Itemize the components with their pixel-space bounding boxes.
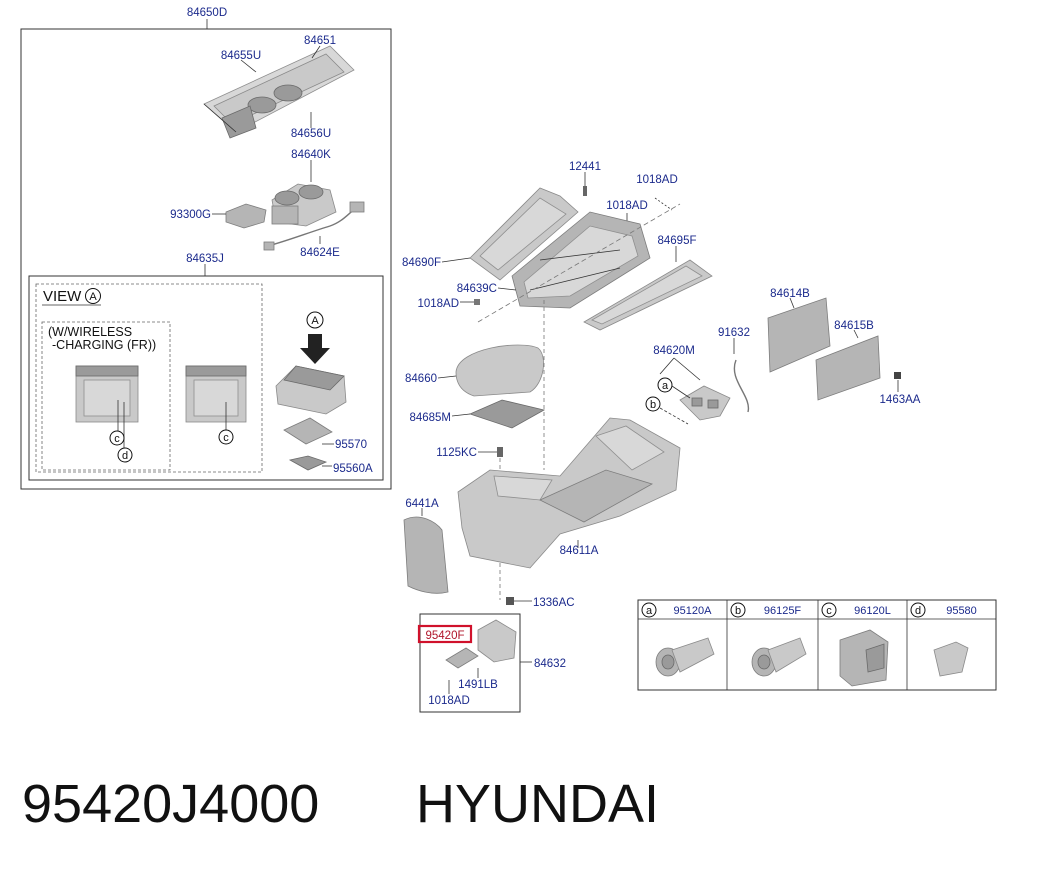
legend-part-number-a: 95120A bbox=[674, 605, 713, 617]
label-84650D: 84650D bbox=[187, 7, 227, 19]
cup-holder-84640K bbox=[271, 183, 337, 227]
label-84639C: 84639C bbox=[457, 283, 497, 295]
label-1018AD-a: 1018AD bbox=[636, 174, 678, 186]
legend-table bbox=[637, 599, 997, 691]
pad-95560A bbox=[288, 455, 328, 471]
label-84695F: 84695F bbox=[657, 235, 696, 247]
label-1018AD-b: 1018AD bbox=[606, 200, 648, 212]
label-84632: 84632 bbox=[534, 658, 566, 670]
label-84651: 84651 bbox=[304, 35, 336, 47]
label-1491LB: 1491LB bbox=[458, 679, 498, 691]
label-95570: 95570 bbox=[335, 439, 367, 451]
view-a-dashed-box bbox=[35, 283, 263, 473]
legend-part-number-d: 95580 bbox=[946, 605, 977, 617]
pad-84685M bbox=[468, 399, 546, 429]
label-84656U: 84656U bbox=[291, 128, 331, 140]
label-84635J: 84635J bbox=[186, 253, 224, 265]
callout-a: a bbox=[662, 380, 669, 392]
bracket-84620M bbox=[679, 385, 731, 421]
wireless-note-line1: (W/WIRELESS bbox=[48, 325, 132, 339]
label-84624E: 84624E bbox=[300, 247, 340, 259]
legend-letter-c: c bbox=[826, 605, 832, 617]
console-84611A bbox=[457, 417, 681, 569]
callout-d: d bbox=[122, 450, 128, 462]
legend-letter-a: a bbox=[646, 605, 653, 617]
footer-brand: HYUNDAI bbox=[416, 774, 659, 834]
legend-letter-circle-d bbox=[910, 602, 926, 618]
wireless-note-line2: -CHARGING (FR)) bbox=[52, 338, 156, 352]
switch-93300G bbox=[225, 203, 267, 229]
callout-c-2: c bbox=[223, 432, 229, 444]
label-84685M: 84685M bbox=[409, 412, 451, 424]
arrow-circle-letter: A bbox=[311, 315, 319, 327]
label-84640K: 84640K bbox=[291, 149, 331, 161]
label-84690F: 84690F bbox=[402, 257, 441, 269]
side-trim-84695F bbox=[583, 259, 713, 331]
callout-c-1: c bbox=[114, 433, 120, 445]
label-84620M: 84620M bbox=[653, 345, 695, 357]
label-84615B: 84615B bbox=[834, 320, 874, 332]
legend-letter-b: b bbox=[735, 605, 741, 617]
label-95420F: 95420F bbox=[425, 630, 464, 642]
tray-unit bbox=[275, 365, 347, 415]
shift-panel-84651 bbox=[203, 45, 355, 139]
legend-letter-d: d bbox=[915, 605, 921, 617]
legend-part-b bbox=[751, 637, 807, 677]
view-title: VIEW bbox=[43, 288, 82, 305]
panel-84614B bbox=[767, 297, 831, 373]
label-84660: 84660 bbox=[405, 373, 437, 385]
side-trim-84690F bbox=[469, 187, 579, 281]
label-84614B: 84614B bbox=[770, 288, 810, 300]
legend-part-number-c: 96120L bbox=[854, 605, 891, 617]
label-6441A: 6441A bbox=[405, 498, 439, 510]
label-1336AC: 1336AC bbox=[533, 597, 575, 609]
bracket-84632 bbox=[445, 619, 517, 669]
label-1125KC: 1125KC bbox=[436, 447, 477, 459]
bracket-box-84632 bbox=[419, 613, 521, 713]
panel-84615B bbox=[815, 335, 881, 401]
highlight-box-95420F bbox=[417, 624, 473, 644]
label-1018AD-d: 1018AD bbox=[428, 695, 470, 707]
callout-b: b bbox=[650, 399, 656, 411]
label-84611A: 84611A bbox=[560, 545, 599, 557]
side-cover-6441A bbox=[403, 516, 449, 594]
charger-unit-standard bbox=[185, 365, 247, 430]
wireless-dashed-box bbox=[41, 321, 171, 471]
view-title-circle-letter: A bbox=[89, 291, 97, 303]
armrest-84660 bbox=[455, 344, 544, 397]
label-84655U: 84655U bbox=[221, 50, 261, 62]
legend-part-c bbox=[839, 629, 889, 687]
label-95560A: 95560A bbox=[333, 463, 373, 475]
view-direction-arrow bbox=[300, 334, 330, 364]
inset-box-84635J bbox=[28, 275, 384, 481]
label-1463AA: 1463AA bbox=[880, 394, 921, 406]
view-title-circle bbox=[85, 288, 101, 304]
harness-84624E bbox=[263, 201, 365, 251]
group-box-84650D bbox=[20, 28, 392, 490]
legend-part-a bbox=[655, 637, 715, 677]
label-1018AD-c: 1018AD bbox=[417, 298, 459, 310]
legend-part-number-b: 96125F bbox=[764, 605, 802, 617]
legend-part-d bbox=[933, 641, 969, 677]
footer-part-number: 95420J4000 bbox=[22, 774, 319, 834]
bracket-84639C bbox=[511, 211, 651, 309]
legend-letter-circle-c bbox=[821, 602, 837, 618]
label-91632: 91632 bbox=[718, 327, 750, 339]
charger-unit-wireless bbox=[75, 365, 139, 448]
legend-letter-circle-a bbox=[641, 602, 657, 618]
label-93300G: 93300G bbox=[170, 209, 211, 221]
legend-letter-circle-b bbox=[730, 602, 746, 618]
label-12441: 12441 bbox=[569, 161, 601, 173]
pad-95570 bbox=[283, 417, 333, 445]
